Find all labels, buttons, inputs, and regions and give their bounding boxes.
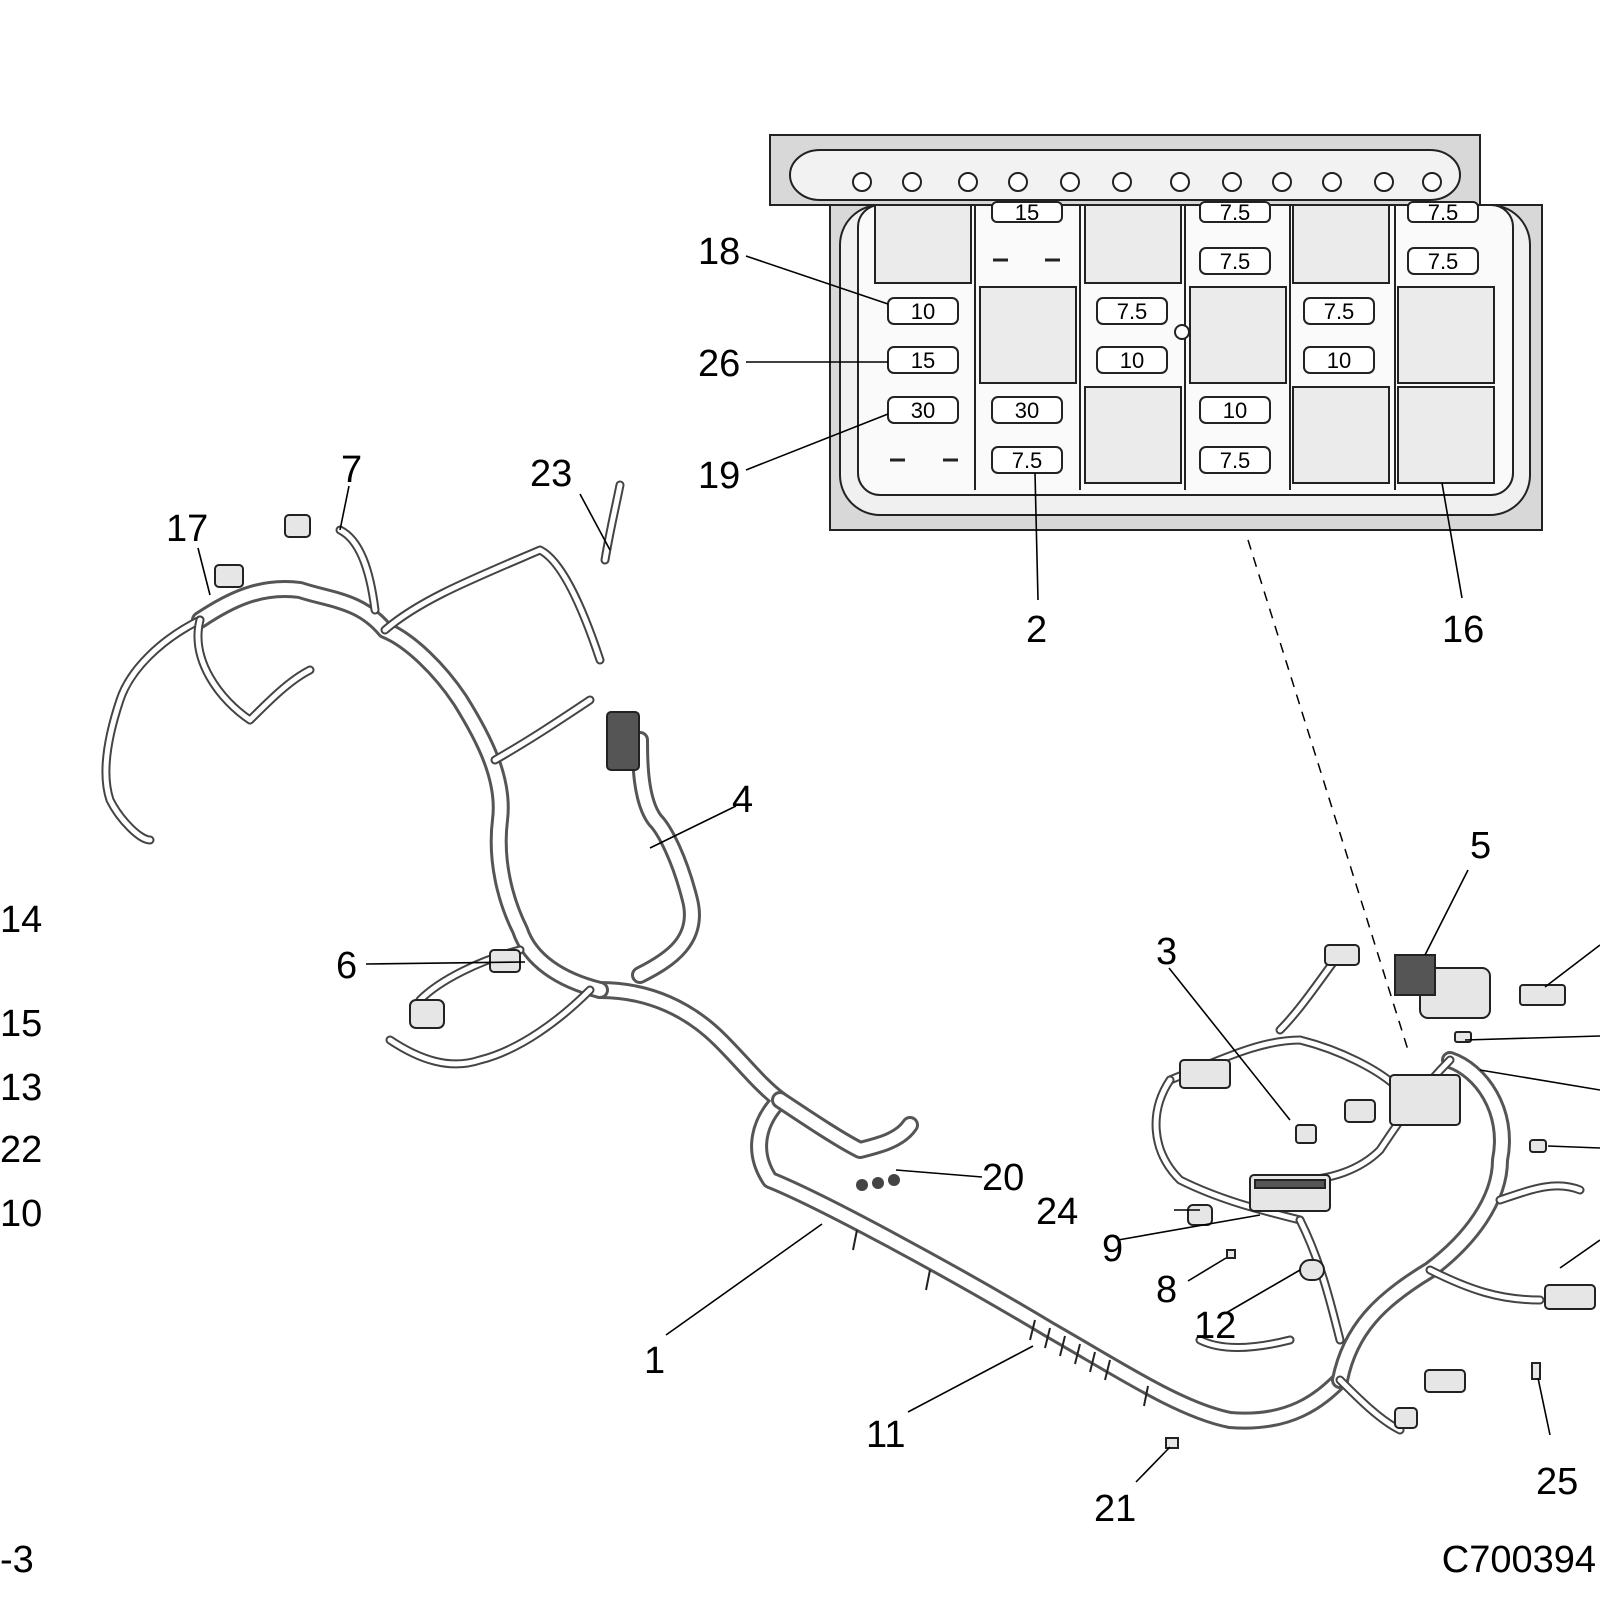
- fuse-rating: 7.5: [1012, 448, 1043, 473]
- callouts: 18 26 19 2 16 7 17 23 4 5 6 3 20 24 9 8 …: [0, 231, 1578, 1530]
- callout-10: 10: [0, 1193, 42, 1235]
- wiring-harness: [101, 480, 1596, 1449]
- callout-12: 12: [1194, 1305, 1236, 1347]
- callout-25: 25: [1536, 1461, 1578, 1503]
- fuse-rating: 7.5: [1428, 200, 1459, 225]
- callout-1: 1: [644, 1340, 665, 1382]
- fuse-c3-r2: 10: [1096, 346, 1168, 374]
- fuse-rating: 30: [911, 398, 935, 423]
- callout-9: 9: [1102, 1228, 1123, 1270]
- callout-4: 4: [732, 779, 753, 821]
- fuse-top-2: 7.5: [1199, 200, 1271, 225]
- callout-15: 15: [0, 1003, 42, 1045]
- fuse-c2-r4: 7.5: [991, 446, 1063, 474]
- callout-26: 26: [698, 343, 740, 385]
- fuse-top-3: 7.5: [1199, 247, 1271, 275]
- fuse-c5-r2: 10: [1303, 346, 1375, 374]
- fuse-rating: 7.5: [1220, 249, 1251, 274]
- callout-8: 8: [1156, 1269, 1177, 1311]
- fuse-c1-r2: 15: [887, 346, 959, 374]
- fuse-c4-r3: 10: [1199, 396, 1271, 424]
- diagram-id: C700394: [1442, 1539, 1596, 1581]
- callout-7: 7: [341, 449, 362, 491]
- callout-6: 6: [336, 945, 357, 987]
- fuse-top-4: 7.5: [1407, 200, 1479, 225]
- fuse-rating: 7.5: [1117, 299, 1148, 324]
- fuse-box-inset: 15 7.5 7.5 7.5 7.5 10 15 30: [769, 134, 1543, 531]
- fuse-rating: 15: [1015, 200, 1039, 225]
- fuse-top-1: 15: [991, 200, 1063, 225]
- callout-13: 13: [0, 1067, 42, 1109]
- callout-22: 22: [0, 1129, 42, 1171]
- fuse-c5-r1: 7.5: [1303, 297, 1375, 325]
- fuse-rating: 10: [1120, 348, 1144, 373]
- callout-2: 2: [1026, 609, 1047, 651]
- callout-23: 23: [530, 453, 572, 495]
- callout-20: 20: [982, 1157, 1024, 1199]
- fuse-c1-r1: 10: [887, 297, 959, 325]
- fuse-rating: 15: [911, 348, 935, 373]
- callout-14: 14: [0, 899, 42, 941]
- callout-5: 5: [1470, 825, 1491, 867]
- fuse-c1-r3: 30: [887, 396, 959, 424]
- callout-18: 18: [698, 231, 740, 273]
- fuse-rating: 7.5: [1220, 200, 1251, 225]
- callout-16: 16: [1442, 609, 1484, 651]
- fuse-rating: 7.5: [1324, 299, 1355, 324]
- fuse-c4-r4: 7.5: [1199, 446, 1271, 474]
- callout-21: 21: [1094, 1488, 1136, 1530]
- fuse-rating: 10: [1223, 398, 1247, 423]
- fuse-c2-r3: 30: [991, 396, 1063, 424]
- callout-24: 24: [1036, 1191, 1078, 1233]
- fuse-rating: 30: [1015, 398, 1039, 423]
- fuse-rating: 7.5: [1220, 448, 1251, 473]
- fuse-rating: 7.5: [1428, 249, 1459, 274]
- leader-lines: [197, 255, 1600, 1483]
- fuse-rating: 10: [911, 299, 935, 324]
- fuse-top-5: 7.5: [1407, 247, 1479, 275]
- callout-19: 19: [698, 455, 740, 497]
- callout-11: 11: [866, 1414, 905, 1456]
- callout-17: 17: [166, 508, 208, 550]
- fuse-c3-r1: 7.5: [1096, 297, 1168, 325]
- fuse-rating: 10: [1327, 348, 1351, 373]
- page-reference: -3: [0, 1539, 34, 1581]
- callout-3: 3: [1156, 931, 1177, 973]
